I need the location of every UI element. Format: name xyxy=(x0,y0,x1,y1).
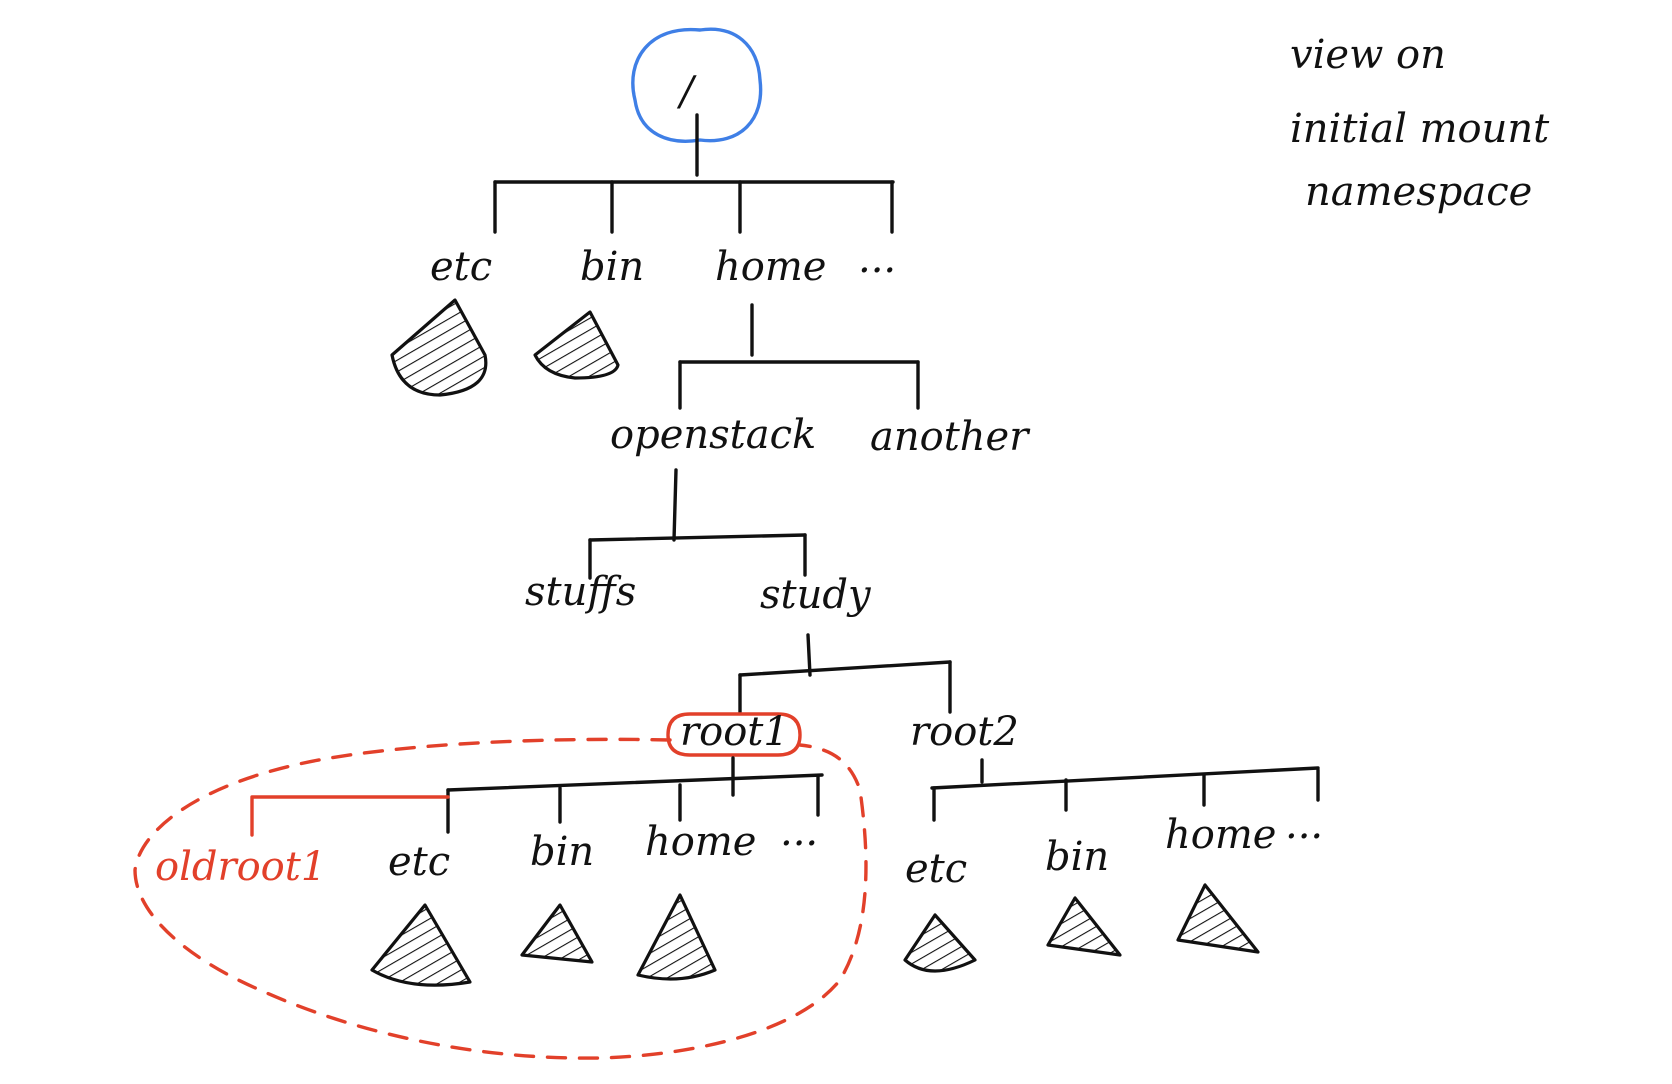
oldroot-group: oldroot1 xyxy=(133,737,868,1060)
root1-subtree-bin xyxy=(520,903,594,964)
level1-label-ellipsis: ... xyxy=(858,236,896,282)
oldroot-dashed-boundary xyxy=(133,737,868,1060)
openstack-connectors xyxy=(588,468,807,580)
root1-label-etc: etc xyxy=(388,839,450,885)
root2-label-bin: bin xyxy=(1045,834,1109,880)
level1-label-bin: bin xyxy=(580,244,644,290)
label-another: another xyxy=(870,414,1031,460)
root2-subtrees xyxy=(903,883,1260,973)
root-highlight-circle xyxy=(631,27,763,143)
oldroot-connector xyxy=(250,795,450,837)
subtree-bin xyxy=(533,310,620,380)
root1-label-ellipsis: ... xyxy=(780,809,818,855)
note-line-3: namespace xyxy=(1305,169,1532,215)
level1-label-home: home xyxy=(715,244,826,290)
level1-labels: etc bin home ... xyxy=(430,236,896,290)
openstack-children-labels: stuffs study xyxy=(525,569,872,618)
root2-label-home: home xyxy=(1165,812,1276,858)
root2-subtree-etc xyxy=(903,913,977,973)
root1-subtrees xyxy=(370,893,717,987)
label-stuffs: stuffs xyxy=(525,569,636,615)
root1-label-bin: bin xyxy=(530,829,594,875)
home-connectors xyxy=(678,303,920,410)
root-label: / xyxy=(676,69,697,115)
root2-children-labels: etc bin home ... xyxy=(905,802,1323,892)
root1-subtree-etc xyxy=(370,903,472,987)
root-node: / xyxy=(631,27,763,143)
label-root1: root1 xyxy=(680,709,789,755)
study-connectors xyxy=(738,633,952,714)
label-study: study xyxy=(760,572,872,618)
root2-subtree-bin xyxy=(1046,896,1122,957)
subtree-etc xyxy=(390,298,488,397)
label-openstack: openstack xyxy=(610,412,816,458)
study-children-labels: root1 root2 xyxy=(666,709,1019,757)
root1-connectors xyxy=(446,756,824,834)
label-root2: root2 xyxy=(910,709,1019,755)
root2-label-ellipsis: ... xyxy=(1285,802,1323,848)
note-line-1: view on xyxy=(1290,32,1446,78)
root1-children-labels: etc bin home ... xyxy=(388,809,818,885)
diagram-note: view on initial mount namespace xyxy=(1290,32,1550,215)
level1-label-etc: etc xyxy=(430,244,492,290)
home-children-labels: openstack another xyxy=(610,412,1031,460)
root2-subtree-home xyxy=(1176,883,1260,954)
root-connectors xyxy=(493,113,895,234)
root1-subtree-home xyxy=(636,893,717,981)
root2-label-etc: etc xyxy=(905,846,967,892)
level1-subtrees xyxy=(390,298,620,397)
root1-label-home: home xyxy=(645,819,756,865)
root1-highlight-box xyxy=(666,712,802,757)
note-line-2: initial mount xyxy=(1290,106,1550,152)
root2-connectors xyxy=(930,758,1320,822)
label-oldroot1: oldroot1 xyxy=(155,844,326,890)
